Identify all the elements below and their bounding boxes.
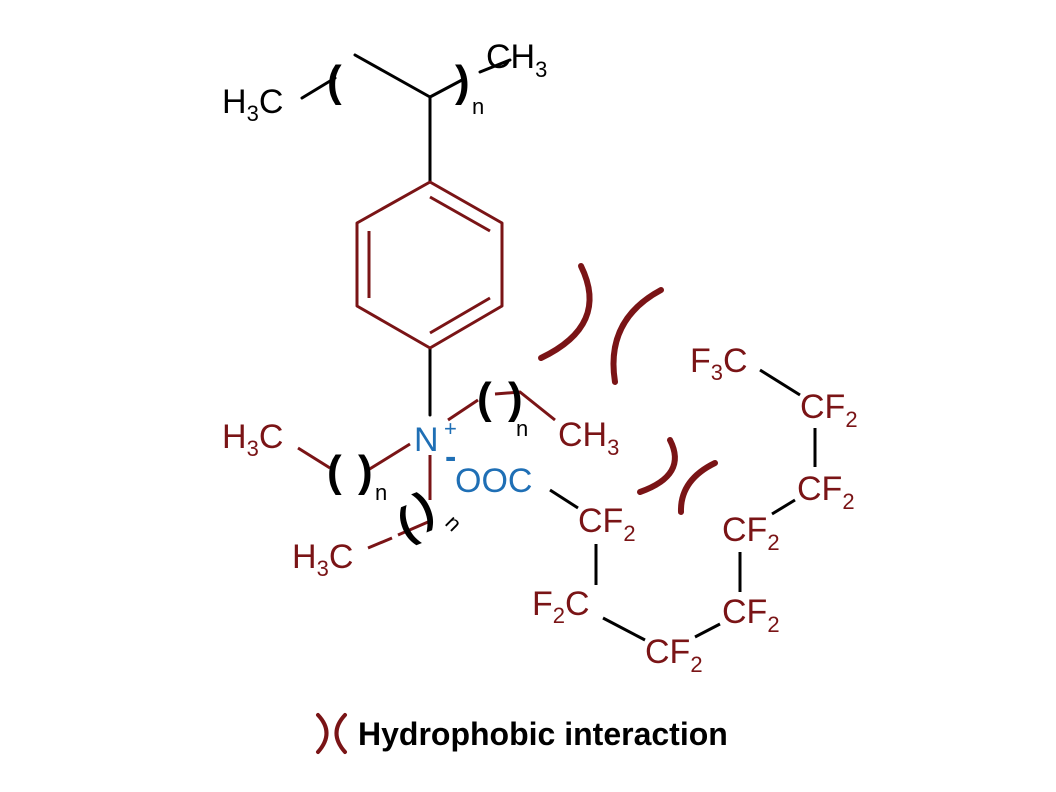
nitrogen-label: N (414, 421, 439, 459)
close-paren: ) (358, 447, 373, 496)
bond (300, 76, 337, 100)
interaction-arc-lower-right (677, 460, 718, 515)
open-paren: ( (327, 447, 342, 496)
benzene-ring (355, 180, 504, 350)
close-paren: ) (455, 57, 470, 106)
bond (494, 390, 556, 422)
cation-lower-arm: ( ) n H3C (292, 455, 467, 581)
fluoro-chain-bonds (549, 368, 817, 642)
cf2-label: CF2 (578, 502, 636, 546)
bond (397, 520, 429, 537)
bond (759, 368, 801, 397)
cation-left-arm: ( ) n H3C (222, 418, 411, 505)
bond (428, 78, 464, 99)
interaction-arc-upper-right (610, 287, 664, 385)
cf2-label: CF2 (722, 593, 780, 637)
anion-minus: - (445, 438, 456, 476)
bond (297, 446, 331, 470)
close-paren: ) (508, 374, 523, 423)
f3c-label: F3C (690, 342, 748, 385)
cf2-label: CF2 (645, 633, 703, 677)
bond (549, 488, 579, 510)
bond (771, 498, 796, 516)
ring-outline (355, 180, 504, 350)
anion-group-label: OOC (455, 462, 532, 500)
bond (694, 622, 721, 639)
cf2-label: CF2 (800, 388, 858, 432)
polymer-repeat-subscript: n (472, 94, 484, 119)
lower-arm-subscript: n (440, 510, 466, 536)
bond (367, 536, 393, 550)
f2c-label: F2C (532, 585, 590, 628)
open-paren: ( (477, 374, 492, 423)
cation-right-arm: ( ) n CH3 (447, 374, 619, 460)
interaction-arc-lower-left (637, 437, 678, 495)
polymer-repeat-brackets: ( ) n (327, 57, 484, 119)
bond (367, 442, 411, 472)
hydrophobic-interaction-arcs (538, 263, 718, 515)
bond (353, 53, 432, 99)
interaction-arc-upper-left (538, 263, 593, 361)
legend-arc-right (334, 713, 347, 754)
lower-arm-end-label: H3C (292, 538, 353, 581)
polymer-left-end-label: H3C (222, 83, 283, 126)
open-paren: ( (327, 57, 342, 106)
polymer-backbone (300, 53, 512, 417)
bond (602, 616, 646, 642)
legend-arc-left (316, 713, 329, 754)
polymer-right-end-label: CH3 (486, 38, 547, 82)
cation-charge: + (444, 416, 457, 441)
legend-symbol (316, 713, 347, 754)
cf2-label: CF2 (722, 511, 780, 555)
left-arm-subscript: n (375, 480, 387, 505)
ring-double-bond (429, 195, 491, 233)
left-arm-end-label: H3C (222, 418, 283, 461)
right-arm-subscript: n (516, 416, 528, 441)
ring-double-bond (429, 296, 491, 335)
cf2-label: CF2 (797, 470, 855, 514)
right-arm-end-label: CH3 (558, 416, 619, 460)
bond (447, 398, 479, 422)
legend-label: Hydrophobic interaction (358, 716, 728, 752)
legend: Hydrophobic interaction (316, 713, 728, 754)
bond (478, 58, 512, 74)
